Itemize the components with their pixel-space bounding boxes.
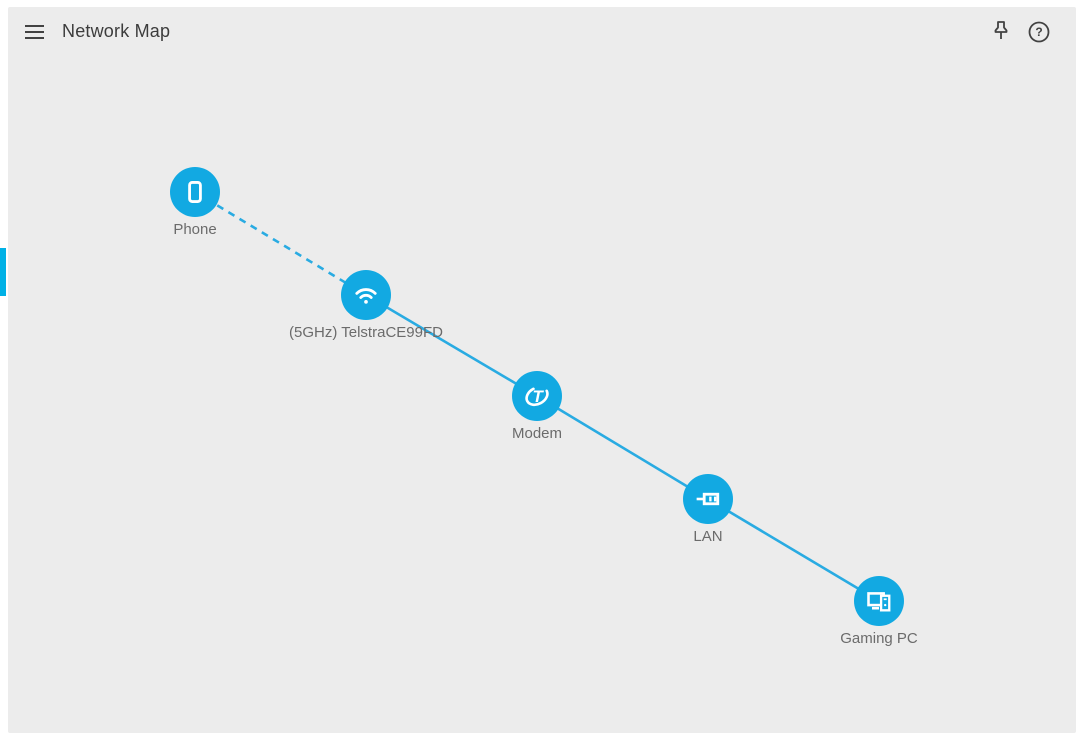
node-label-modem: Modem xyxy=(511,425,563,442)
node-modem[interactable]: T xyxy=(512,371,562,421)
node-lan[interactable] xyxy=(683,474,733,524)
desktop-pc-icon xyxy=(867,592,891,612)
node-label-gaming-pc: Gaming PC xyxy=(840,630,918,647)
node-wifi-5ghz[interactable] xyxy=(341,270,391,320)
node-phone[interactable] xyxy=(170,167,220,217)
smartphone-icon xyxy=(188,181,202,203)
node-label-lan: LAN xyxy=(693,528,723,545)
edge-lan-gamingpc xyxy=(707,497,880,603)
edge-phone-wifi xyxy=(194,190,367,297)
pin-button[interactable] xyxy=(986,17,1016,47)
edge-modem-lan xyxy=(536,394,709,501)
edge-wifi-modem xyxy=(365,293,538,398)
ethernet-icon xyxy=(696,492,720,506)
help-icon: ? xyxy=(1028,21,1050,43)
pin-icon xyxy=(994,21,1008,39)
svg-text:T: T xyxy=(532,387,544,406)
node-label-wifi-5ghz: (5GHz) TelstraCE99FD xyxy=(289,324,443,341)
node-label-phone: Phone xyxy=(173,221,217,238)
telstra-logo-icon: T xyxy=(525,385,549,407)
node-gaming-pc[interactable] xyxy=(854,576,904,626)
menu-button[interactable] xyxy=(22,21,46,43)
left-edge-scroll-indicator[interactable] xyxy=(0,248,6,296)
hamburger-icon xyxy=(24,24,44,28)
wifi-icon xyxy=(355,288,377,304)
page-title: Network Map xyxy=(62,21,171,41)
help-button[interactable]: ? xyxy=(1024,17,1054,47)
svg-text:?: ? xyxy=(1035,25,1042,39)
